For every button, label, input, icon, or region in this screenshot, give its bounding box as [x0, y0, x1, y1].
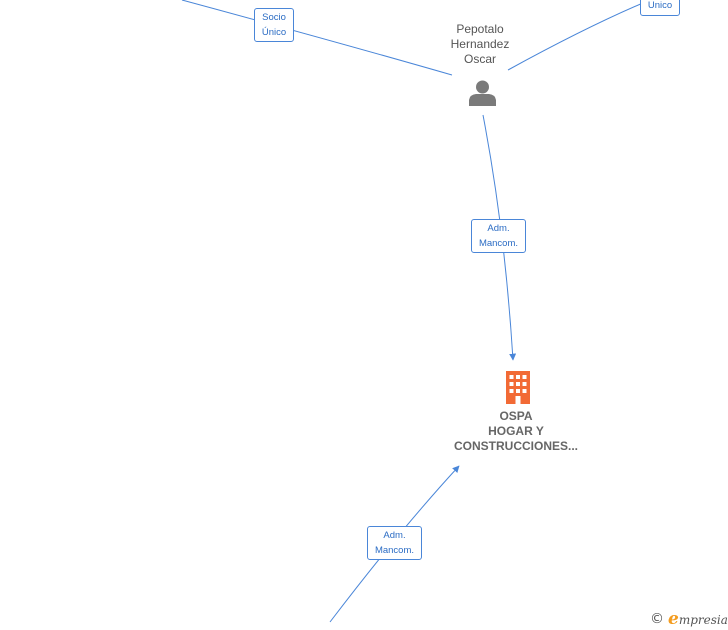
company-name-line: CONSTRUCCIONES...	[453, 439, 578, 453]
edge-label-adm-mancom-lower[interactable]: Adm. Mancom.	[367, 526, 422, 560]
logo-initial: e	[668, 609, 679, 629]
building-icon[interactable]	[503, 370, 533, 404]
edge-label-adm-mancom-upper[interactable]: Adm. Mancom.	[471, 219, 526, 253]
edge-label-socio-unico[interactable]: Socio Único	[254, 8, 294, 42]
edge-label-line: Único	[261, 27, 287, 38]
empresia-brand: © empresia	[650, 609, 728, 629]
edge-top-left	[181, 0, 453, 76]
company-name-line: OSPA	[499, 409, 533, 423]
company-name-line: HOGAR Y	[488, 424, 544, 438]
edge-top-right	[507, 0, 651, 71]
edge-label-line: Mancom.	[478, 238, 519, 249]
edge-label-line: Adm.	[383, 530, 406, 541]
edge-label-line: Socio	[262, 12, 286, 23]
edge-label-line: Unico	[647, 0, 673, 11]
person-node-name[interactable]: Pepotalo Hernandez Oscar	[430, 22, 530, 67]
empresia-logo: empresia	[668, 609, 728, 629]
edge-label-line: Adm.	[487, 223, 510, 234]
logo-text: mpresia	[678, 613, 728, 627]
edge-label-unico[interactable]: Unico	[640, 0, 680, 16]
company-node-name[interactable]: OSPA HOGAR Y CONSTRUCCIONES...	[440, 409, 592, 454]
person-name-line: Oscar	[463, 52, 496, 66]
copyright-icon: ©	[650, 611, 664, 627]
person-icon[interactable]	[468, 79, 497, 107]
person-name-line: Hernandez	[450, 37, 510, 51]
person-name-line: Pepotalo	[456, 22, 504, 36]
edge-label-line: Mancom.	[374, 545, 415, 556]
